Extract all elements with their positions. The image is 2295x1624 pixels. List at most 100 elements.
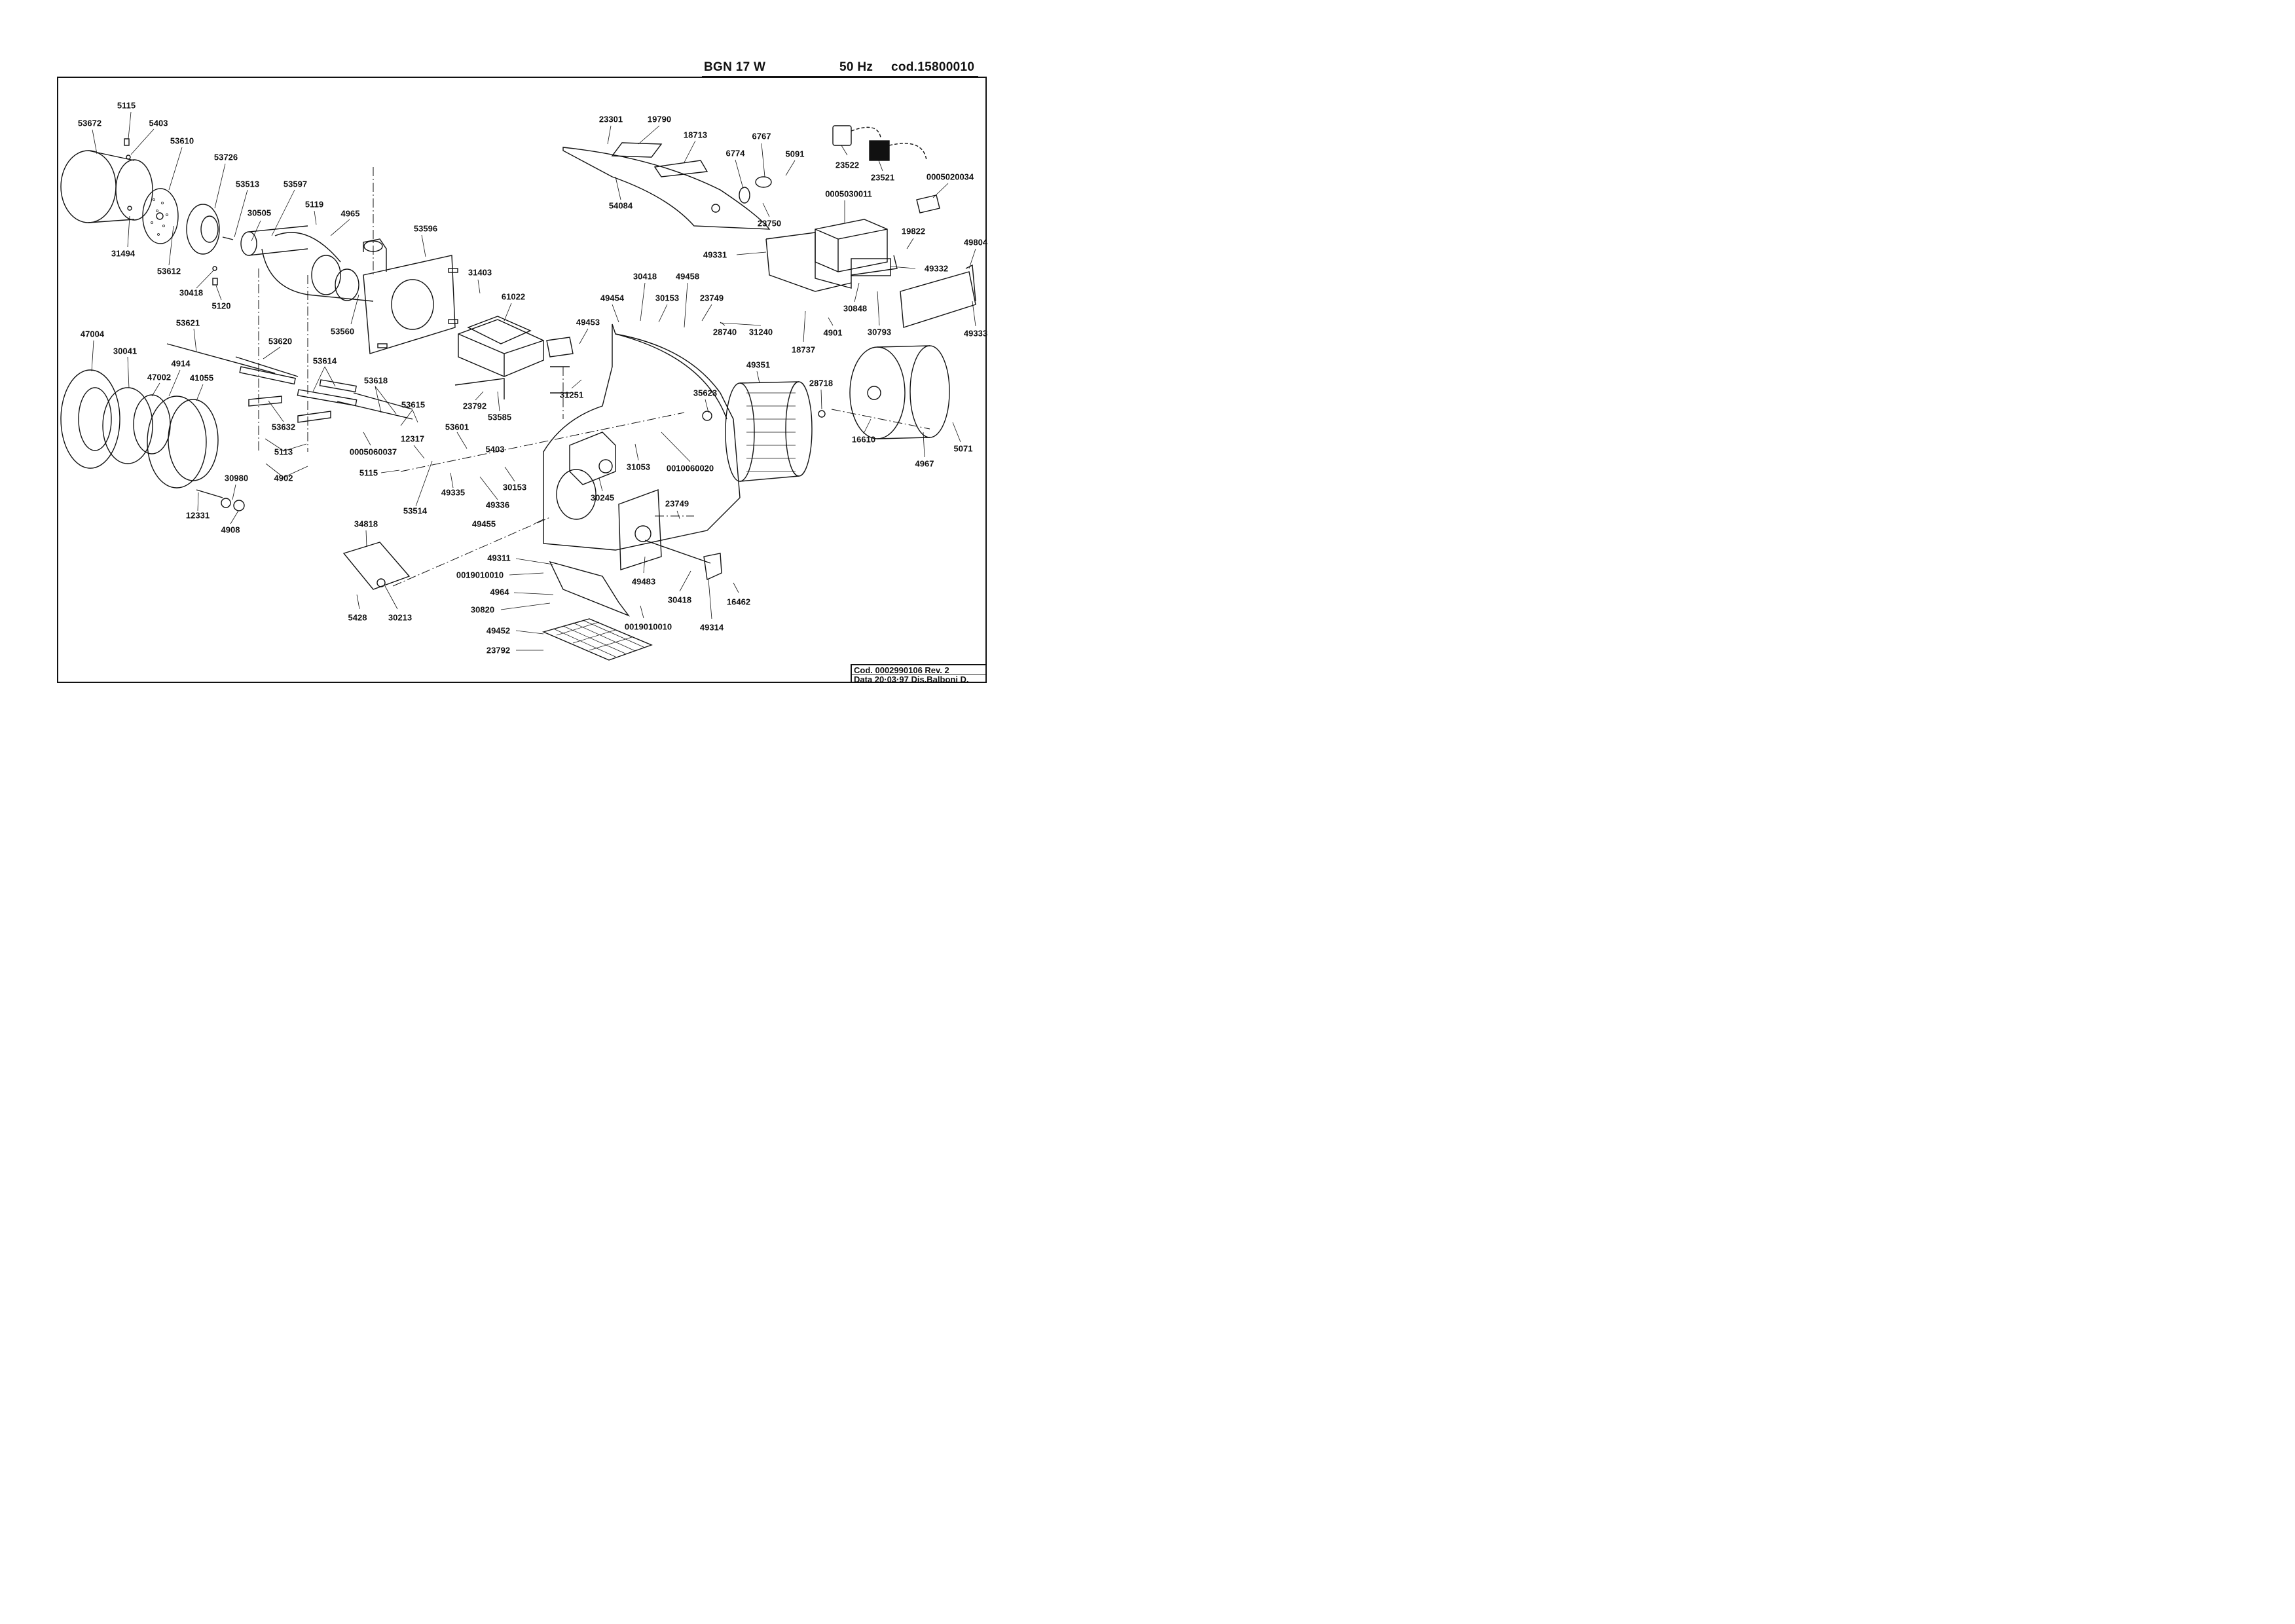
- part-label: 19822: [901, 226, 926, 236]
- part-label: 49333: [963, 328, 988, 339]
- part-label: 30505: [247, 208, 272, 218]
- part-label: 30848: [843, 303, 868, 314]
- part-label: 30418: [667, 595, 692, 605]
- air-intake-housing: [60, 150, 153, 223]
- air-damper-49311: [549, 561, 631, 617]
- part-label: 0010060020: [666, 463, 714, 473]
- part-label: 30418: [633, 271, 657, 282]
- part-label: 5120: [211, 301, 231, 311]
- part-label: 23792: [462, 401, 487, 411]
- title-block-date: Data 20·03·97 Dis.Balboni D.: [854, 674, 969, 684]
- frequency-label: 50 Hz: [839, 60, 873, 74]
- part-label: 53621: [175, 318, 200, 328]
- part-label: 23750: [757, 218, 782, 229]
- part-label: 30418: [179, 287, 204, 298]
- part-label: 53601: [445, 422, 469, 432]
- oil-pump-30245: [569, 432, 616, 485]
- side-plate-49483: [618, 489, 662, 570]
- part-label: 23301: [598, 114, 623, 124]
- part-label: 28740: [712, 327, 737, 337]
- part-label: 4908: [221, 525, 240, 535]
- part-label: 0005020034: [926, 172, 974, 182]
- part-label: 49336: [485, 500, 510, 510]
- part-label: 5428: [348, 612, 367, 623]
- part-label: 0019010010: [456, 570, 504, 580]
- part-label: 53612: [156, 266, 181, 276]
- exploded-view-drawing: [60, 111, 976, 661]
- part-label: 49454: [600, 293, 625, 303]
- part-label: 30793: [867, 327, 892, 337]
- gasket-47004: [60, 369, 120, 469]
- part-label: 23521: [870, 172, 895, 183]
- part-label: 4967: [915, 458, 934, 469]
- part-label: 16610: [851, 434, 876, 445]
- part-label: 6767: [752, 131, 771, 141]
- part-label: 53615: [401, 399, 426, 410]
- motor-16610: [818, 345, 950, 439]
- part-label: 5071: [953, 443, 973, 454]
- part-label: 30213: [388, 612, 413, 623]
- flame-head-41055: [147, 396, 245, 511]
- part-label: 28718: [809, 378, 834, 388]
- part-label: 53513: [235, 179, 260, 189]
- part-label: 5119: [304, 199, 324, 210]
- part-label: 23792: [486, 645, 511, 655]
- part-label: 49458: [675, 271, 700, 282]
- part-label: 47002: [147, 372, 172, 382]
- part-label: 18737: [791, 344, 816, 355]
- part-label: 0019010010: [624, 621, 672, 632]
- cover-plate-49804: [900, 264, 976, 328]
- part-label: 49455: [471, 519, 496, 529]
- flange-53726: [186, 204, 234, 255]
- plate-34818: [342, 542, 411, 590]
- part-label: 12317: [400, 434, 425, 444]
- blast-tube-53597: [240, 225, 374, 302]
- part-label: 49483: [631, 576, 656, 587]
- part-label: 47004: [80, 329, 105, 339]
- drawing-frame: [57, 77, 987, 683]
- part-label: 53726: [213, 152, 238, 162]
- part-label: 30153: [502, 482, 527, 492]
- part-label: 23749: [665, 498, 689, 509]
- drawing-code: cod.15800010: [891, 60, 975, 74]
- part-label: 31403: [468, 267, 492, 278]
- part-label: 53620: [268, 336, 293, 346]
- part-label: 4901: [823, 327, 843, 338]
- part-label: 23522: [835, 160, 860, 170]
- part-label: 31240: [748, 327, 773, 337]
- grille-49452: [542, 618, 653, 661]
- part-label: 6774: [725, 148, 745, 158]
- base-plate-49331: [765, 232, 898, 292]
- part-label: 49453: [576, 317, 600, 327]
- title-block: Cod. 0002990106 Rev. 2 Data 20·03·97 Dis…: [851, 664, 987, 684]
- part-label: 19790: [647, 114, 672, 124]
- part-label: 31053: [626, 462, 651, 472]
- part-label: 5115: [117, 100, 136, 111]
- lever-49314: [644, 540, 722, 581]
- part-label: 30820: [470, 604, 495, 615]
- part-label: 53610: [170, 136, 194, 146]
- part-label: 30153: [655, 293, 680, 303]
- part-label: 54084: [608, 200, 633, 211]
- part-label: 49351: [746, 360, 771, 370]
- part-label: 35623: [693, 388, 718, 398]
- part-label: 53597: [283, 179, 308, 189]
- part-label: 53514: [403, 506, 428, 516]
- connector-plugs: [832, 125, 940, 213]
- part-label: 30245: [590, 492, 615, 503]
- part-label: 5091: [785, 149, 805, 159]
- nozzle-holder-53596: [363, 238, 458, 354]
- part-label: 53596: [413, 223, 438, 234]
- part-label: 49804: [963, 237, 988, 248]
- part-label: 18713: [683, 130, 708, 140]
- part-label: 31494: [111, 248, 136, 259]
- part-label: 30980: [224, 473, 249, 483]
- part-label: 4902: [274, 473, 293, 483]
- ignition-transformer-61022: [454, 316, 544, 399]
- part-label: 5113: [274, 447, 293, 457]
- part-label: 53614: [312, 356, 337, 366]
- part-label: 5403: [485, 444, 505, 454]
- part-label: 23749: [699, 293, 724, 303]
- title-block-code: Cod. 0002990106 Rev. 2: [854, 665, 949, 675]
- model-title: BGN 17 W: [704, 60, 766, 74]
